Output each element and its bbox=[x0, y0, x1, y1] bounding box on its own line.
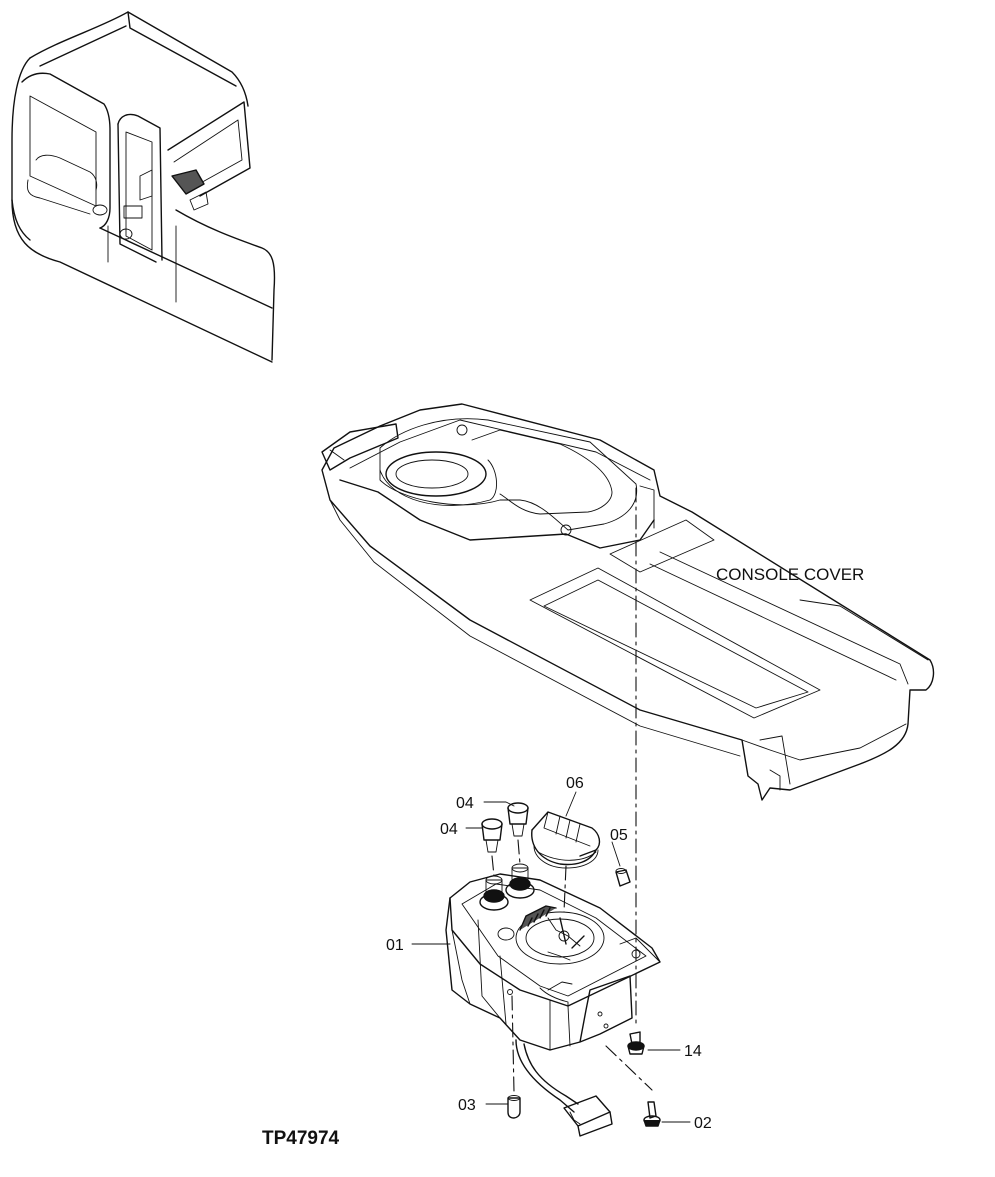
button-cap-04-lower bbox=[481, 818, 503, 853]
callout-02: 02 bbox=[694, 1115, 712, 1132]
callout-01: 01 bbox=[386, 937, 404, 954]
bulb-part-03 bbox=[507, 1095, 521, 1119]
screw-part-14 bbox=[627, 1031, 645, 1055]
callout-03: 03 bbox=[458, 1097, 476, 1114]
bulb-part-05 bbox=[615, 868, 631, 887]
assembly-lines bbox=[491, 487, 653, 1093]
callout-14: 14 bbox=[684, 1043, 702, 1060]
console-cover-drawing bbox=[321, 403, 935, 801]
cab-inset-illustration bbox=[11, 11, 276, 363]
callout-leaders bbox=[411, 791, 691, 1123]
console-cover-label: CONSOLE COVER bbox=[716, 565, 864, 584]
callout-05: 05 bbox=[610, 827, 628, 844]
figure-id: TP47974 bbox=[262, 1128, 340, 1149]
callout-04-lower: 04 bbox=[440, 821, 458, 838]
control-unit-drawing bbox=[445, 863, 661, 1137]
knob-part-06 bbox=[531, 811, 601, 869]
screw-part-02 bbox=[643, 1101, 661, 1127]
callout-04-upper: 04 bbox=[456, 795, 474, 812]
button-cap-04-upper bbox=[507, 802, 529, 837]
callout-06: 06 bbox=[566, 775, 584, 792]
